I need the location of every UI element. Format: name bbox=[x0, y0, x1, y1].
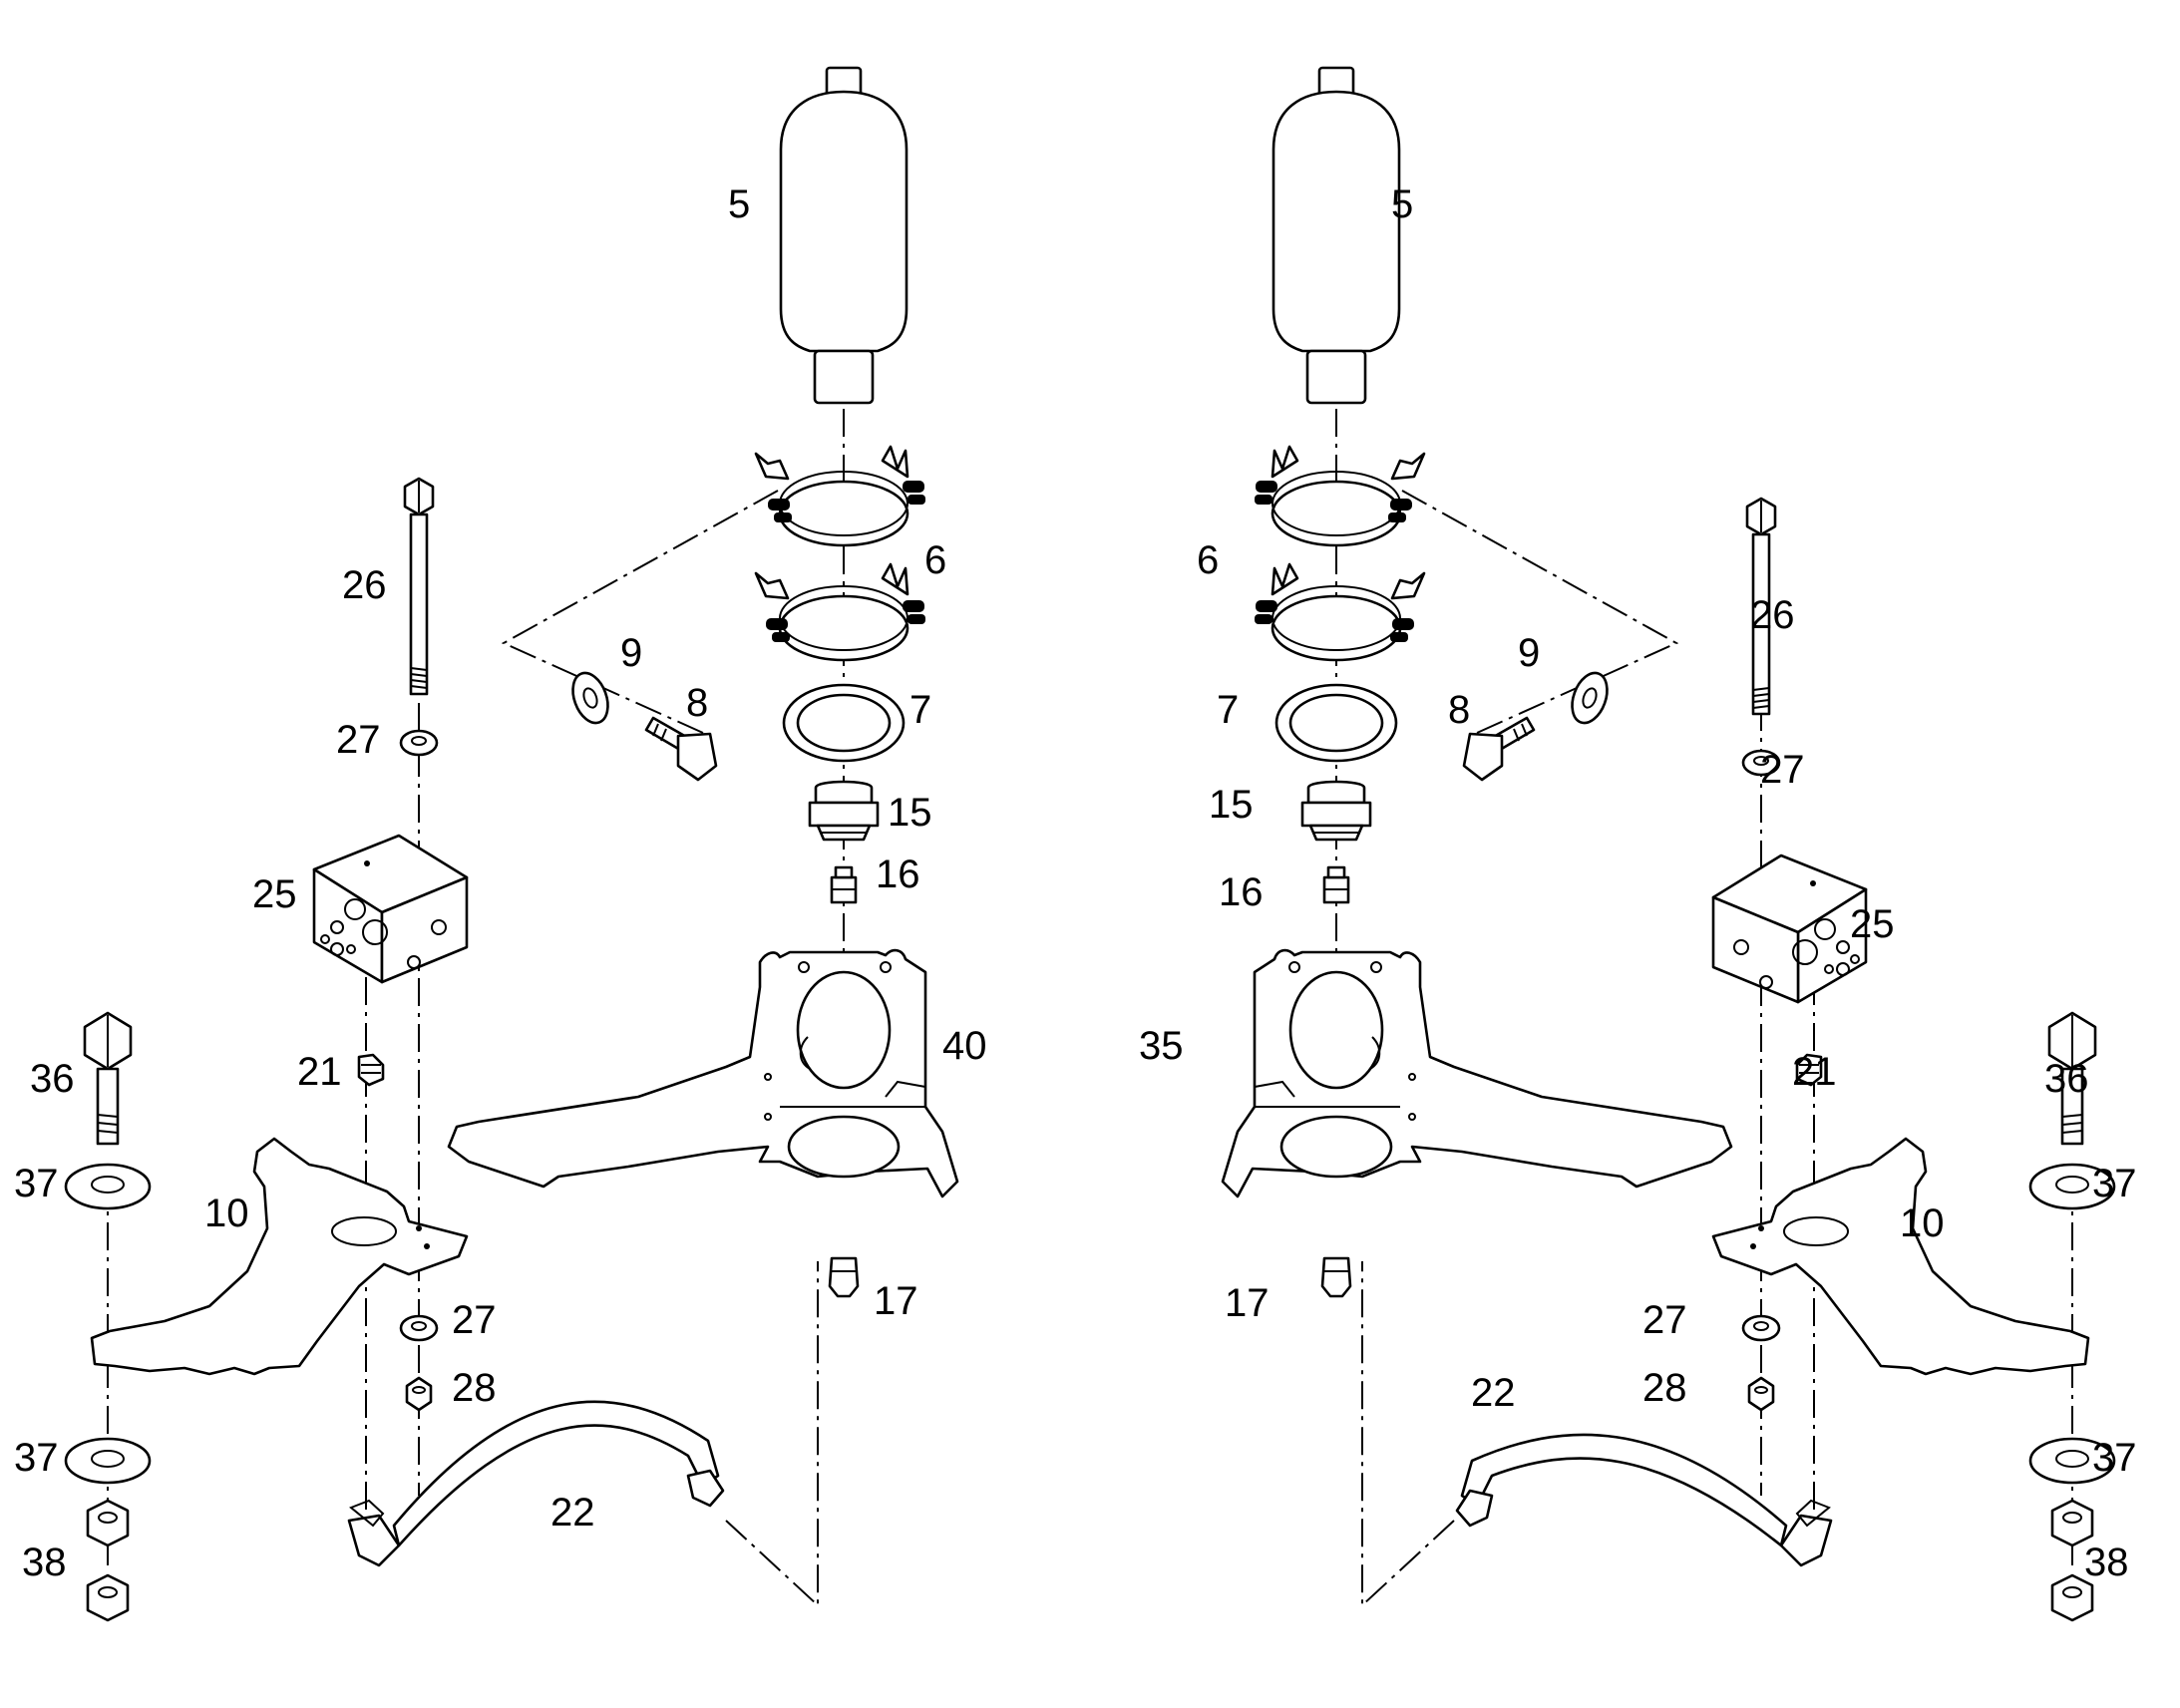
right-washer-37-top bbox=[2028, 1163, 2116, 1210]
callout-right-washer-37-bottom: 37 bbox=[2092, 1436, 2137, 1480]
left-adapter bbox=[808, 780, 880, 842]
left-fitting-17 bbox=[828, 1256, 860, 1298]
callout-left-ring: 7 bbox=[909, 688, 931, 732]
callout-left-block: 25 bbox=[252, 872, 297, 916]
right-rod-26 bbox=[1745, 497, 1777, 716]
right-hose-22 bbox=[1455, 1433, 1833, 1567]
callout-right-clamp: 6 bbox=[1197, 538, 1219, 582]
left-nut-38 bbox=[86, 1499, 130, 1622]
callout-left-bolt: 8 bbox=[686, 681, 708, 725]
callout-left-clamp: 6 bbox=[924, 538, 946, 582]
right-plate-10 bbox=[1711, 1137, 2090, 1376]
left-fitting-21 bbox=[357, 1053, 385, 1087]
callout-right-fitting-16: 16 bbox=[1219, 870, 1264, 914]
right-bolt-8 bbox=[1462, 716, 1536, 782]
callout-left-adapter: 15 bbox=[888, 791, 932, 835]
left-washer-9 bbox=[571, 671, 609, 725]
left-centerlines bbox=[107, 409, 845, 1608]
right-washer-27-top bbox=[1741, 749, 1781, 777]
right-clamp-lower bbox=[1255, 562, 1426, 662]
callout-left-hose: 22 bbox=[550, 1491, 595, 1535]
callout-left-accumulator: 5 bbox=[728, 182, 750, 226]
left-bolt-8 bbox=[644, 716, 718, 782]
left-assembly bbox=[64, 66, 959, 1622]
left-rod-26 bbox=[403, 477, 435, 696]
right-bracket bbox=[1221, 948, 1733, 1198]
callout-right-fitting-21: 21 bbox=[1792, 1050, 1837, 1094]
left-ring bbox=[782, 683, 906, 763]
left-washer-27-top bbox=[399, 729, 439, 757]
left-nut-28 bbox=[405, 1376, 433, 1412]
callout-right-rod: 26 bbox=[1750, 593, 1795, 637]
right-block-25 bbox=[1711, 854, 1868, 1004]
right-fitting-16 bbox=[1322, 865, 1350, 904]
right-centerlines bbox=[1335, 409, 2073, 1608]
callout-left-washer-37-bottom: 37 bbox=[14, 1436, 59, 1480]
left-clamp-lower bbox=[754, 562, 925, 662]
right-nut-28 bbox=[1747, 1376, 1775, 1412]
callout-labels: 5 5 6 6 7 7 8 8 9 9 15 15 16 16 40 35 17… bbox=[14, 182, 2137, 1584]
callout-right-fitting-17: 17 bbox=[1225, 1281, 1270, 1325]
left-plate-10 bbox=[90, 1137, 469, 1376]
left-accumulator bbox=[779, 66, 908, 405]
callout-left-washer-9: 9 bbox=[620, 631, 642, 675]
callout-right-ring: 7 bbox=[1217, 688, 1239, 732]
left-washer-37-bottom bbox=[64, 1437, 152, 1485]
right-clamp-upper bbox=[1255, 445, 1426, 547]
right-washer-27-bottom bbox=[1741, 1314, 1781, 1342]
callout-right-plate: 10 bbox=[1900, 1201, 1945, 1245]
callout-left-fitting-17: 17 bbox=[874, 1279, 918, 1323]
right-washer-9 bbox=[1571, 671, 1609, 725]
left-clamp-upper bbox=[754, 445, 925, 547]
right-accumulator bbox=[1272, 66, 1401, 405]
callout-right-washer-27-bottom: 27 bbox=[1642, 1298, 1687, 1342]
left-hose-22 bbox=[347, 1400, 725, 1567]
callout-left-plate: 10 bbox=[204, 1192, 249, 1235]
callout-left-washer-27-bottom: 27 bbox=[452, 1298, 497, 1342]
left-fitting-16 bbox=[830, 865, 858, 904]
callout-right-washer-9: 9 bbox=[1518, 631, 1540, 675]
left-bracket bbox=[447, 948, 959, 1198]
callout-right-hose: 22 bbox=[1471, 1371, 1516, 1415]
left-block-25 bbox=[312, 834, 469, 984]
right-washer-37-bottom bbox=[2028, 1437, 2116, 1485]
callout-left-fitting-16: 16 bbox=[876, 853, 920, 896]
callout-left-nut-38: 38 bbox=[22, 1540, 67, 1584]
callout-left-washer-37-top: 37 bbox=[14, 1162, 59, 1205]
callout-right-adapter: 15 bbox=[1209, 783, 1254, 827]
callout-left-fitting-21: 21 bbox=[297, 1050, 342, 1094]
right-nut-38 bbox=[2050, 1499, 2094, 1622]
callout-left-bracket: 40 bbox=[942, 1024, 987, 1068]
callout-right-nut-38: 38 bbox=[2084, 1540, 2129, 1584]
right-fitting-21 bbox=[1795, 1053, 1823, 1087]
callout-right-accumulator: 5 bbox=[1391, 182, 1413, 226]
callout-right-bracket: 35 bbox=[1139, 1024, 1184, 1068]
right-fitting-17 bbox=[1320, 1256, 1352, 1298]
right-assembly bbox=[1221, 66, 2116, 1622]
callout-left-bolt-36: 36 bbox=[30, 1057, 75, 1101]
left-washer-37-top bbox=[64, 1163, 152, 1210]
left-bolt-36 bbox=[83, 1011, 133, 1146]
callout-left-washer-27-top: 27 bbox=[336, 718, 381, 762]
callout-right-nut-28: 28 bbox=[1642, 1366, 1687, 1410]
right-bolt-36 bbox=[2047, 1011, 2097, 1146]
callout-left-rod: 26 bbox=[342, 563, 387, 607]
right-ring bbox=[1274, 683, 1398, 763]
callout-right-bolt: 8 bbox=[1448, 688, 1470, 732]
left-washer-27-bottom bbox=[399, 1314, 439, 1342]
callout-right-washer-27-top: 27 bbox=[1760, 748, 1805, 792]
callout-left-nut-28: 28 bbox=[452, 1366, 497, 1410]
callout-right-block: 25 bbox=[1850, 902, 1895, 946]
callout-right-bolt-36: 36 bbox=[2044, 1057, 2089, 1101]
right-adapter bbox=[1300, 780, 1372, 842]
callout-right-washer-37-top: 37 bbox=[2092, 1162, 2137, 1205]
